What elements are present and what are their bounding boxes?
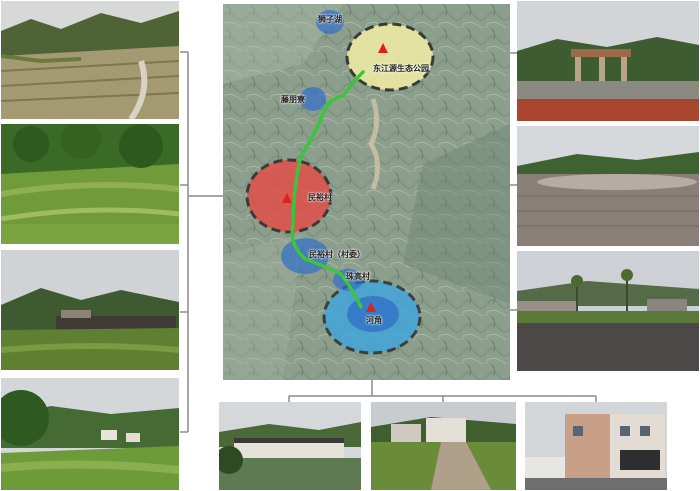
label-minyucun-upper: 民裕村 [308, 193, 332, 202]
photo-village-houses [1, 250, 179, 370]
triangle-marker-icon [366, 302, 376, 312]
photo-paved-plaza [517, 126, 699, 246]
map-panel: 狮子湖 东江源生态公园 藤朋寮 民裕村 民裕村（村委） 珠高村 河角 [223, 4, 510, 380]
photo-park-gate [517, 1, 699, 121]
label-tengpeng: 藤朋寮 [281, 95, 305, 104]
label-hejiao: 河角 [366, 316, 382, 325]
zone-dongjiangyuan [345, 22, 435, 92]
label-minyucun-committee: 民裕村（村委） [309, 250, 365, 259]
label-shizihu: 狮子湖 [318, 15, 342, 24]
photo-pond-village [219, 402, 361, 490]
photo-terraced-fields [1, 1, 179, 119]
blob-hejiao [347, 296, 399, 332]
photo-square-with-trees [517, 251, 699, 371]
photo-dirt-road [371, 402, 516, 490]
triangle-marker-icon [282, 193, 292, 203]
zone-minyucun-upper [245, 158, 333, 234]
triangle-marker-icon [378, 43, 388, 53]
photo-street-buildings [525, 402, 667, 490]
route-line [290, 70, 365, 309]
photo-hillside-village [1, 378, 179, 490]
label-dongjiangyuan: 东江源生态公园 [373, 64, 429, 73]
terrain-map [223, 4, 510, 380]
label-zhugaocun: 珠高村 [346, 272, 370, 281]
blob-tengpeng [300, 87, 326, 111]
blob-shizihu [316, 10, 344, 34]
photo-grass-terraces [1, 124, 179, 244]
